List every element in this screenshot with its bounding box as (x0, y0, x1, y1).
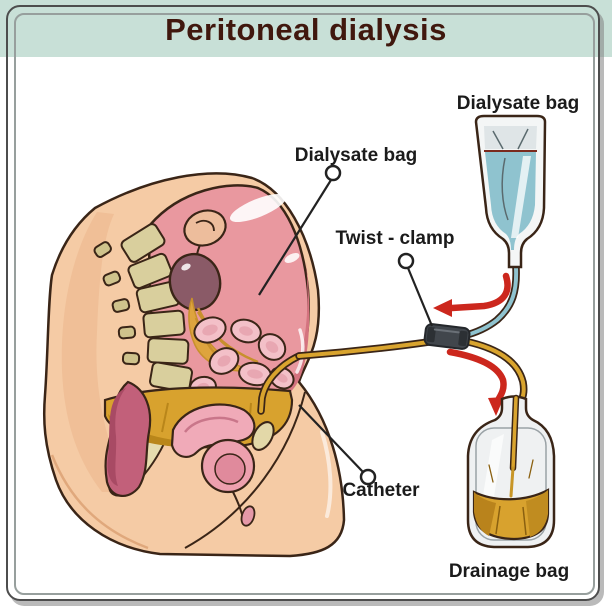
flow-arrow-outflow (446, 348, 507, 416)
twist-clamp-device (423, 323, 471, 350)
intestine-loop (230, 318, 262, 344)
vertebra (120, 223, 166, 263)
inner-frame-border (14, 13, 595, 595)
pelvic-organs (104, 380, 275, 527)
title-banner (0, 0, 612, 57)
tube-blue (461, 266, 519, 338)
cavity-highlight-large (229, 194, 287, 222)
hip-highlight (320, 430, 333, 518)
label-catheter: Catheter (342, 480, 420, 501)
pubic-bone (251, 421, 275, 451)
bladder-inner (214, 453, 246, 485)
vertebra (146, 337, 190, 365)
drainage-fluid-shade-left (474, 492, 496, 536)
cavity-highlight-small (284, 253, 300, 263)
back-muscle-shade (61, 212, 132, 492)
label-drainage-bag: Drainage bag (448, 561, 570, 582)
page-title: Peritoneal dialysis (165, 12, 447, 47)
intestine-loop (193, 316, 227, 344)
kidney-organ (183, 209, 227, 247)
vulva (240, 505, 256, 527)
vertebra (127, 252, 173, 290)
kidney-curl-line (195, 219, 215, 232)
drainage-bag (466, 394, 556, 549)
label-twist-clamp: Twist - clamp (335, 228, 455, 249)
leader-catheter (298, 404, 377, 486)
leader-twist-clamp (397, 252, 434, 327)
rectum-shade (107, 388, 126, 486)
leader-dialysate-body (258, 164, 342, 296)
buttock-crease-line (50, 454, 149, 550)
flow-arrow-inflow (433, 272, 511, 317)
label-dialysate-bag-hanging: Dialysate bag (456, 93, 580, 114)
upper-organs (168, 209, 227, 312)
drainage-bag-inner-line (475, 427, 547, 541)
drainage-fluid-shade-right (526, 490, 548, 537)
outer-frame-border (6, 5, 600, 601)
intestine-loop (208, 347, 240, 375)
drainage-tube-internal (488, 394, 534, 498)
uterus-cavity-line (184, 416, 239, 433)
dialysate-bag-airspace (484, 126, 537, 149)
leader-lines (258, 164, 434, 486)
label-dialysate-bag-body: Dialysate bag (294, 145, 418, 166)
dialysate-bag-highlight (511, 156, 531, 238)
catheter-tube-internal (257, 352, 303, 415)
intestine-loop (257, 333, 287, 361)
mauve-organ-highlight (181, 263, 191, 271)
transfer-tubing (295, 264, 528, 416)
uterus (170, 403, 256, 458)
groin-crease-line (184, 391, 306, 549)
dialysate-bag (474, 114, 547, 269)
vertebra (142, 309, 186, 339)
